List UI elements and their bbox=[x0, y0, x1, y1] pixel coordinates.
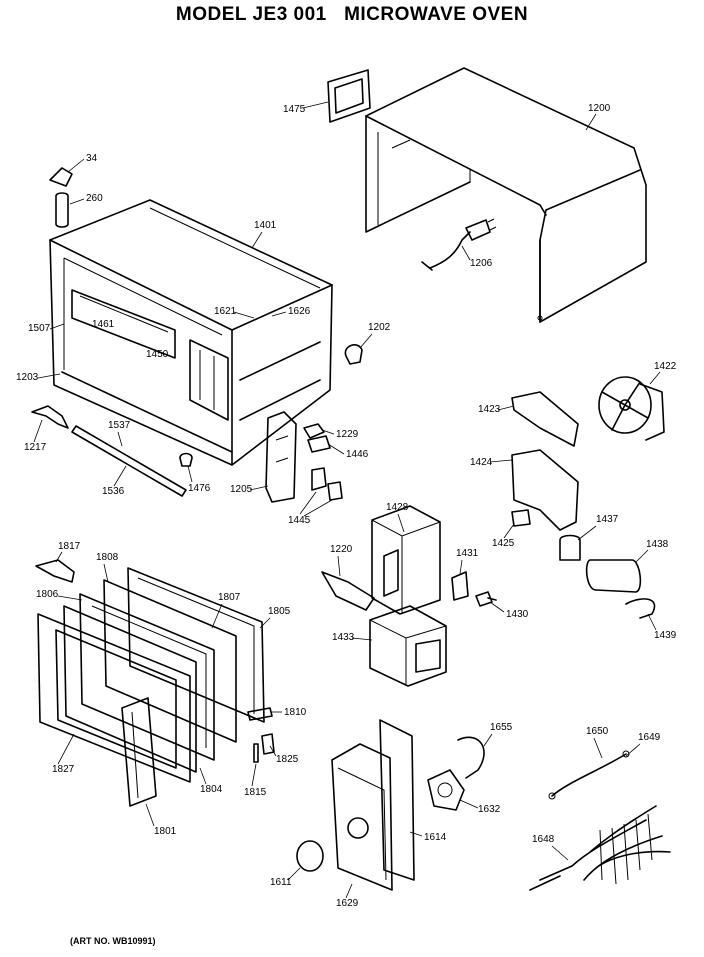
part-label-1203: 1203 bbox=[16, 372, 39, 383]
part-label-1537: 1537 bbox=[108, 420, 131, 431]
part-label-1424: 1424 bbox=[470, 457, 493, 468]
lamp-drawing bbox=[344, 344, 363, 365]
part-label-260: 260 bbox=[86, 193, 103, 204]
part-label-1439: 1439 bbox=[654, 630, 677, 641]
part-label-1437: 1437 bbox=[596, 514, 619, 525]
part-label-1648: 1648 bbox=[532, 834, 555, 845]
part-label-1430: 1430 bbox=[506, 609, 529, 620]
bracket-drawing bbox=[31, 405, 193, 497]
door-assembly-drawing bbox=[35, 559, 275, 807]
part-label-1611: 1611 bbox=[270, 877, 292, 888]
part-label-1650: 1650 bbox=[586, 726, 609, 737]
part-label-1655: 1655 bbox=[490, 722, 513, 733]
part-label-1422: 1422 bbox=[654, 361, 677, 372]
wiring-drawing bbox=[529, 750, 671, 891]
part-label-1476: 1476 bbox=[188, 483, 211, 494]
part-label-1626: 1626 bbox=[288, 306, 311, 317]
air-guide-drawing bbox=[511, 391, 579, 531]
part-label-1810: 1810 bbox=[284, 707, 307, 718]
part-label-1450: 1450 bbox=[146, 349, 169, 360]
part-label-1431: 1431 bbox=[456, 548, 479, 559]
part-label-1807: 1807 bbox=[218, 592, 241, 603]
window-frame-drawing bbox=[327, 69, 371, 123]
part-label-1202: 1202 bbox=[368, 322, 391, 333]
part-label-34: 34 bbox=[86, 153, 98, 164]
part-label-1629: 1629 bbox=[336, 898, 359, 909]
part-label-1507: 1507 bbox=[28, 323, 51, 334]
part-label-1815: 1815 bbox=[244, 787, 267, 798]
part-label-1438: 1438 bbox=[646, 539, 669, 550]
inner-cavity-drawing bbox=[49, 199, 333, 466]
part-label-1446: 1446 bbox=[346, 449, 369, 460]
power-cord-drawing bbox=[421, 218, 497, 271]
part-label-1801: 1801 bbox=[154, 826, 177, 837]
part-label-1827: 1827 bbox=[52, 764, 75, 775]
part-label-1804: 1804 bbox=[200, 784, 223, 795]
outer-cabinet-drawing bbox=[365, 67, 647, 323]
part-label-1445: 1445 bbox=[288, 515, 311, 526]
part-label-1632: 1632 bbox=[478, 804, 501, 815]
control-panel-drawing bbox=[296, 719, 485, 891]
part-label-1614: 1614 bbox=[424, 832, 447, 843]
part-label-1220: 1220 bbox=[330, 544, 353, 555]
part-label-1423: 1423 bbox=[478, 404, 501, 415]
part-label-1206: 1206 bbox=[470, 258, 493, 269]
part-label-1649: 1649 bbox=[638, 732, 661, 743]
diode-drawing bbox=[451, 571, 497, 607]
part-label-1433: 1433 bbox=[332, 632, 355, 643]
part-labels: 34 260 1475 1200 1401 1206 1621 1626 150… bbox=[16, 101, 677, 909]
part-label-1817: 1817 bbox=[58, 541, 81, 552]
part-label-1205: 1205 bbox=[230, 484, 253, 495]
art-number: (ART NO. WB10991) bbox=[70, 936, 156, 946]
part-label-1200: 1200 bbox=[588, 103, 611, 114]
part-label-1621: 1621 bbox=[214, 306, 237, 317]
interlock-drawing bbox=[265, 411, 343, 503]
diagram-title: MODEL JE3 001 MICROWAVE OVEN bbox=[175, 4, 529, 25]
magnetron-drawing bbox=[369, 605, 447, 687]
knob-drawing bbox=[49, 167, 73, 228]
part-label-1217: 1217 bbox=[24, 442, 47, 453]
part-label-1808: 1808 bbox=[96, 552, 119, 563]
part-label-1806: 1806 bbox=[36, 589, 59, 600]
part-label-1825: 1825 bbox=[276, 754, 299, 765]
part-label-1401: 1401 bbox=[254, 220, 277, 231]
part-label-1805: 1805 bbox=[268, 606, 291, 617]
part-label-1536: 1536 bbox=[102, 486, 125, 497]
transformer-drawing bbox=[321, 505, 441, 615]
part-label-1428: 1428 bbox=[386, 502, 409, 513]
part-label-1461: 1461 bbox=[92, 319, 115, 330]
part-label-1229: 1229 bbox=[336, 429, 359, 440]
part-label-1425: 1425 bbox=[492, 538, 515, 549]
fan-motor-drawing bbox=[598, 376, 665, 441]
part-label-1475: 1475 bbox=[283, 104, 306, 115]
capacitor-drawing bbox=[559, 534, 656, 619]
